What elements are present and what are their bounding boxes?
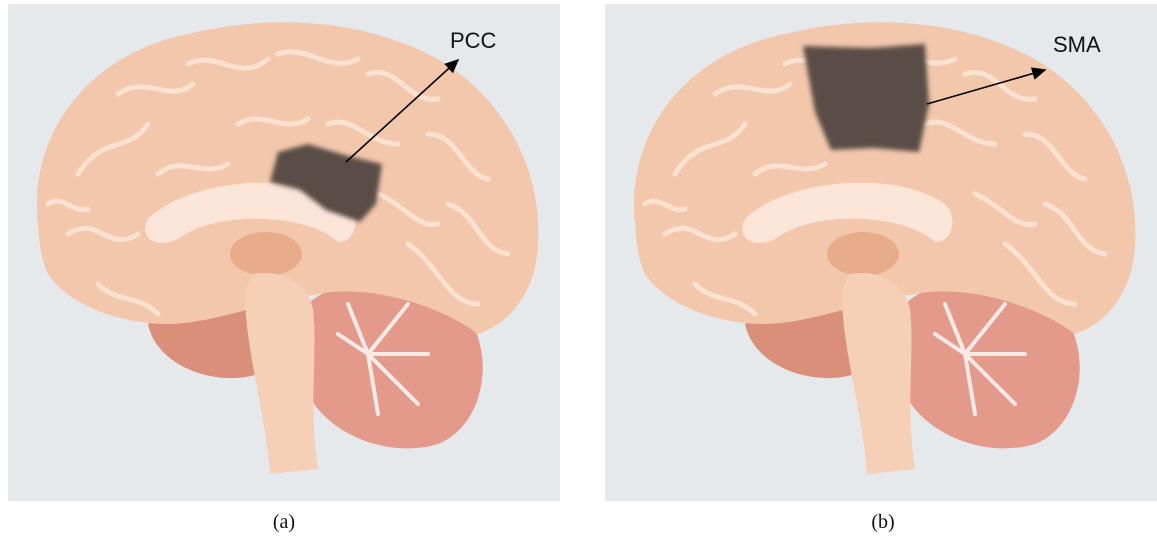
- brain-illustration: [605, 4, 1157, 501]
- region-label-sma: SMA: [1053, 34, 1101, 56]
- thalamus: [827, 232, 899, 276]
- caption-b: (b): [853, 511, 913, 534]
- thalamus: [230, 232, 302, 276]
- region-label-pcc: PCC: [450, 30, 496, 52]
- panel-a: PCC: [8, 4, 560, 501]
- caption-a: (a): [254, 511, 314, 534]
- panel-b: SMA: [605, 4, 1157, 501]
- brain-illustration: [8, 4, 560, 501]
